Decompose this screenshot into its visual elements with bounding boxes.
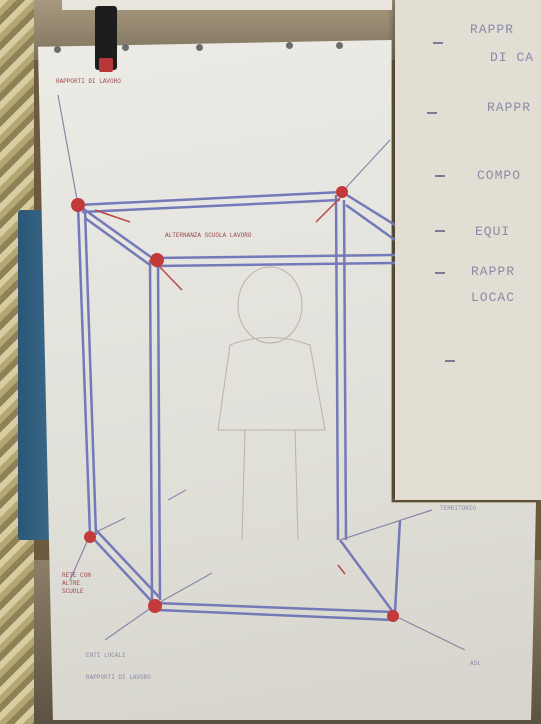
annotation-center: ALTERNANZA SCUOLA LAVORO xyxy=(165,232,251,239)
annotation-right: TERRITORIO xyxy=(440,505,476,512)
annotation-left-side: RETE CON ALTRE SCUOLE xyxy=(62,572,102,596)
box-wireframe xyxy=(78,192,400,620)
annotation-bottom-right: ASL xyxy=(470,660,481,667)
red-arrows xyxy=(95,198,345,574)
annotation-bottom-left-1: ENTI LOCALI xyxy=(86,652,126,659)
person-sketch xyxy=(218,267,325,540)
annotation-bottom-left-2: RAPPORTI DI LAVORO xyxy=(86,674,151,681)
annotation-top-left: RAPPORTI DI LAVORO xyxy=(56,78,121,85)
